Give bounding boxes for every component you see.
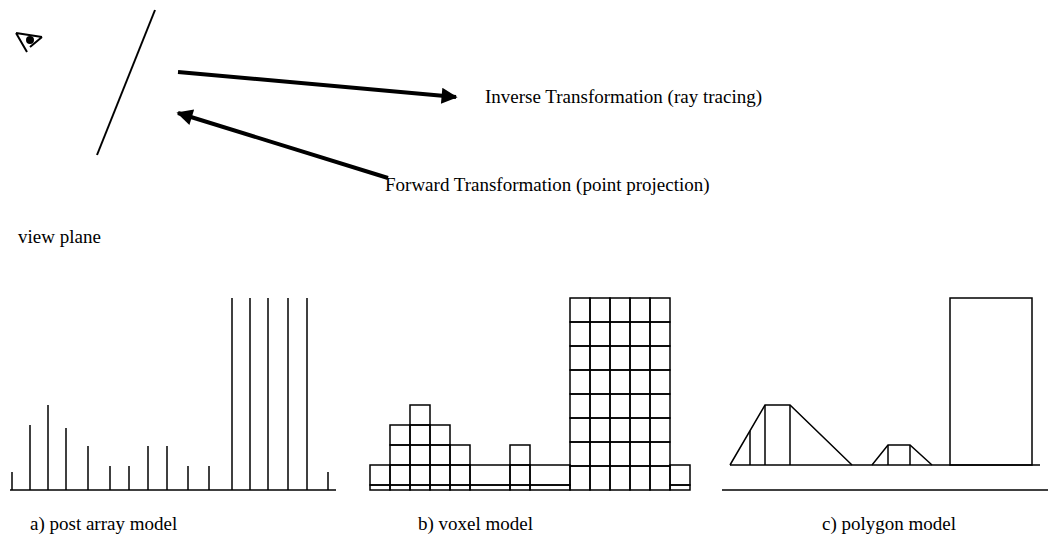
polygon-model	[722, 298, 1048, 490]
panel-caption: b) voxel model	[418, 513, 533, 536]
panel-caption: a) post array model	[30, 513, 177, 536]
view-plane-label: view plane	[18, 226, 101, 249]
view-plane-line	[97, 10, 155, 155]
post-array-base	[10, 489, 336, 491]
arrow-label: Forward Transformation (point projection…	[385, 174, 710, 197]
eye-symbol	[16, 33, 42, 52]
arrow-label: Inverse Transformation (ray tracing)	[485, 86, 762, 109]
forward-arrow	[178, 113, 388, 178]
voxel-model	[370, 298, 690, 490]
post-array	[12, 298, 328, 490]
panel-caption: c) polygon model	[822, 513, 956, 536]
inverse-arrow	[178, 72, 456, 97]
